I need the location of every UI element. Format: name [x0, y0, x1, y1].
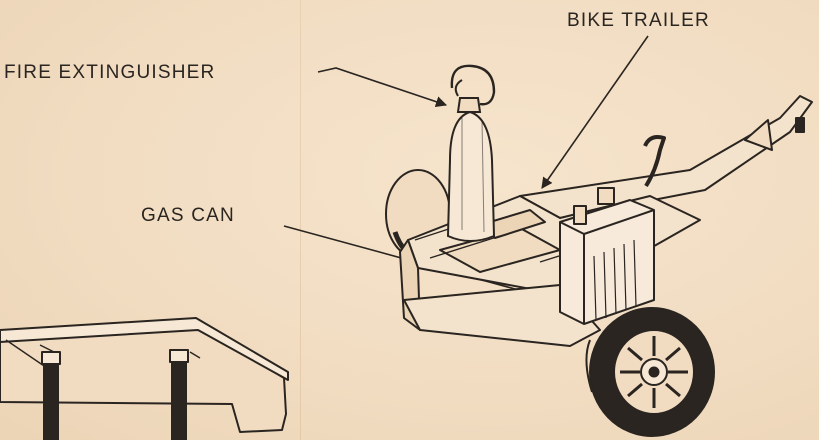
bike-trailer-label: BIKE TRAILER — [567, 10, 710, 31]
trailer-front-beam — [403, 284, 601, 347]
bike-trailer-leader — [541, 35, 649, 189]
gas-can-label: GAS CAN — [141, 205, 235, 226]
right-wheel — [585, 307, 715, 437]
gas-can — [559, 135, 666, 325]
fire-extinguisher-leader — [317, 67, 448, 108]
fire-extinguisher — [446, 64, 496, 242]
bike-rack — [0, 317, 289, 440]
fire-extinguisher-label: FIRE EXTINGUISHER — [4, 62, 216, 83]
page-fold-crease — [300, 0, 301, 440]
